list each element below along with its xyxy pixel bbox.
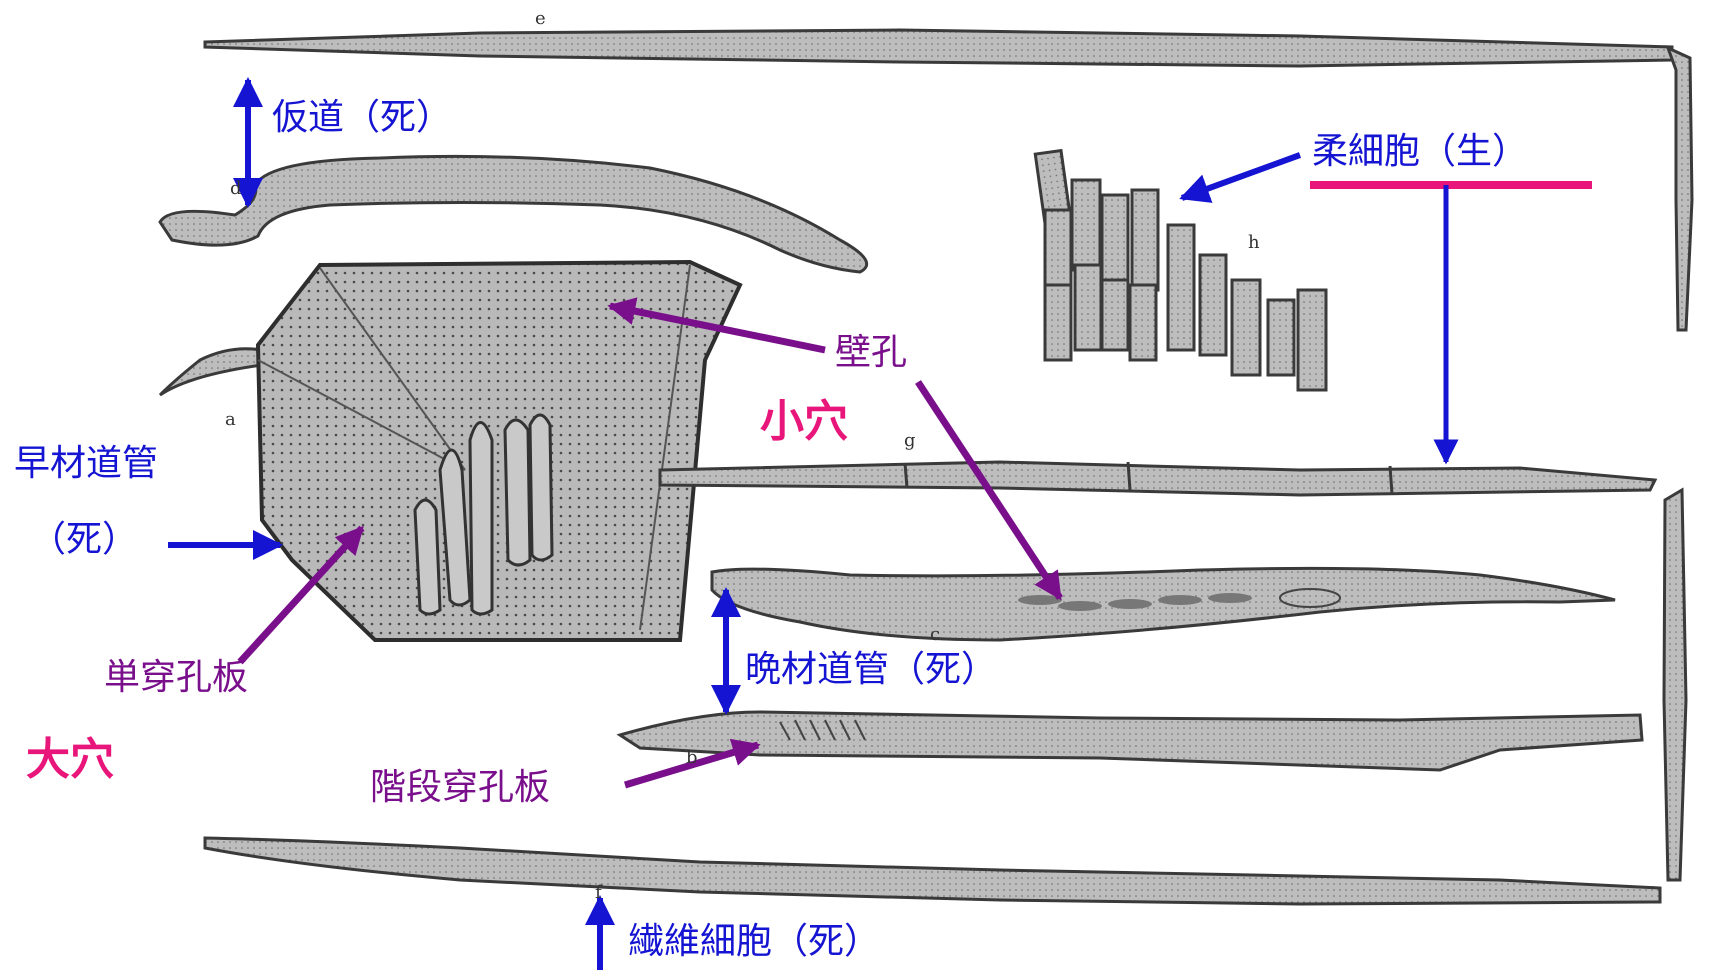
pit-label: 壁孔 xyxy=(835,335,907,371)
fiber-label: 繊維細胞（死） xyxy=(628,924,880,960)
fig-letter-h: h xyxy=(1248,232,1260,253)
fig-letter-d: d xyxy=(230,178,242,199)
parenchyma-label: 柔細胞（生） xyxy=(1312,134,1528,170)
fig-letter-c: c xyxy=(930,624,940,645)
large-hole-label: 大穴 xyxy=(26,738,114,782)
early-vessel-label-line2: （死） xyxy=(30,522,138,558)
scalariform-perforation-label: 階段穿孔板 xyxy=(370,770,550,806)
fig-letter-g: g xyxy=(904,430,916,451)
fig-letter-e: e xyxy=(535,8,546,29)
simple-perforation-label: 単穿孔板 xyxy=(104,660,248,696)
tracheid-label: 仮道（死） xyxy=(272,100,452,136)
small-hole-label: 小穴 xyxy=(760,400,848,444)
fig-letter-b: b xyxy=(686,747,698,768)
fig-letter-a: a xyxy=(225,409,236,430)
tracheid-cell-right-bottom xyxy=(1664,490,1686,880)
early-vessel-label-line1: 早材道管 xyxy=(14,446,158,482)
late-vessel-label: 晩材道管（死） xyxy=(745,652,997,688)
